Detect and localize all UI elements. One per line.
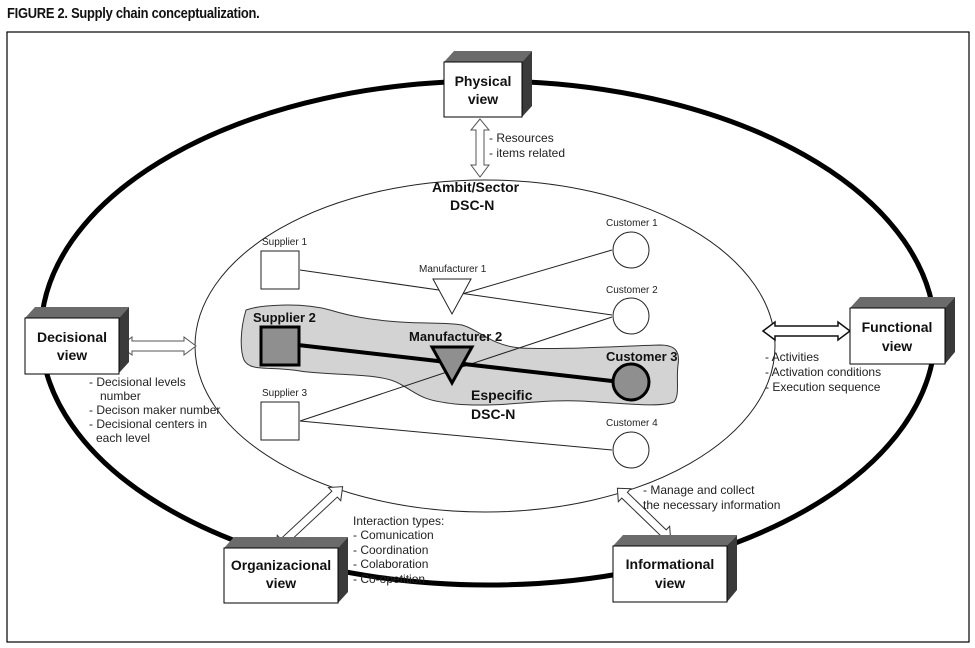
customer-1-node	[612, 231, 650, 269]
decisional-note-3: - Decison maker number	[89, 403, 220, 417]
manufacturer-1-node	[432, 278, 472, 316]
organizational-note-2: - Comunication	[353, 528, 434, 542]
link-supplier3-customer4	[299, 420, 613, 451]
organizational-note-1: Interaction types:	[353, 514, 444, 528]
specific-label-line1: Especific	[471, 387, 533, 403]
supplier-2-node[interactable]	[259, 325, 301, 367]
customer-2-label: Customer 2	[606, 285, 658, 296]
functional-note-1: - Activities	[765, 350, 819, 364]
functional-view-subtitle: view	[882, 338, 912, 354]
functional-view-box[interactable]: Functional view	[849, 297, 955, 365]
decisional-view-box[interactable]: Decisional view	[24, 307, 129, 375]
decisional-note-4: - Decisional centers in	[89, 417, 207, 431]
organizational-note-4: - Colaboration	[353, 557, 428, 571]
physical-view-title: Physical	[455, 73, 512, 89]
customer-2-node	[612, 297, 650, 335]
organizational-note-3: - Coordination	[353, 543, 428, 557]
figure-title: FIGURE 2. Supply chain conceptualization…	[7, 5, 260, 22]
organizational-note-5: - Co-opetition	[353, 572, 425, 586]
informational-note-2: the necessary information	[643, 498, 780, 512]
customer-4-label: Customer 4	[606, 418, 658, 429]
informational-view-box[interactable]: Informational view	[612, 535, 737, 603]
functional-note-2: - Activation conditions	[765, 365, 881, 379]
supplier-3-node	[260, 401, 300, 441]
physical-view-box[interactable]: Physical view	[443, 51, 532, 118]
decisional-note-1: - Decisional levels	[89, 375, 186, 389]
customer-3-node[interactable]	[611, 362, 651, 402]
specific-label-line2: DSC-N	[471, 406, 515, 422]
decisional-note-2: number	[100, 389, 141, 403]
decisional-note-5: each level	[96, 431, 150, 445]
physical-view-subtitle: view	[468, 91, 498, 107]
decisional-view-title: Decisional	[37, 329, 107, 345]
manufacturer-1-label: Manufacturer 1	[419, 264, 487, 275]
decisional-view-subtitle: view	[57, 347, 87, 363]
physical-arrow	[469, 118, 491, 178]
functional-arrow	[761, 320, 852, 342]
supplier-3-label: Supplier 3	[262, 388, 307, 399]
physical-note-2: - items related	[489, 146, 565, 160]
informational-view-subtitle: view	[655, 575, 685, 591]
functional-view-title: Functional	[862, 319, 933, 335]
supplier-1-node	[260, 250, 300, 290]
sector-label-line1: Ambit/Sector	[432, 179, 520, 195]
supplier-2-label: Supplier 2	[253, 310, 316, 325]
organizational-view-box[interactable]: Organizacional view	[223, 537, 348, 604]
figure-frame	[6, 31, 970, 643]
manufacturer-2-node[interactable]	[429, 345, 475, 387]
supplier-1-label: Supplier 1	[262, 237, 307, 248]
organizational-view-title: Organizacional	[231, 557, 331, 573]
organizational-view-subtitle: view	[266, 575, 296, 591]
customer-1-label: Customer 1	[606, 218, 658, 229]
informational-view-title: Informational	[626, 556, 715, 572]
informational-note-1: - Manage and collect	[643, 483, 755, 497]
physical-note-1: - Resources	[489, 131, 554, 145]
customer-4-node	[612, 431, 650, 469]
link-manufacturer1-customer1	[461, 249, 613, 295]
sector-label-line2: DSC-N	[450, 197, 494, 213]
manufacturer-2-label: Manufacturer 2	[409, 329, 502, 344]
decisional-arrow	[119, 336, 197, 356]
customer-3-label: Customer 3	[606, 349, 678, 364]
functional-note-3: - Execution sequence	[765, 380, 881, 394]
